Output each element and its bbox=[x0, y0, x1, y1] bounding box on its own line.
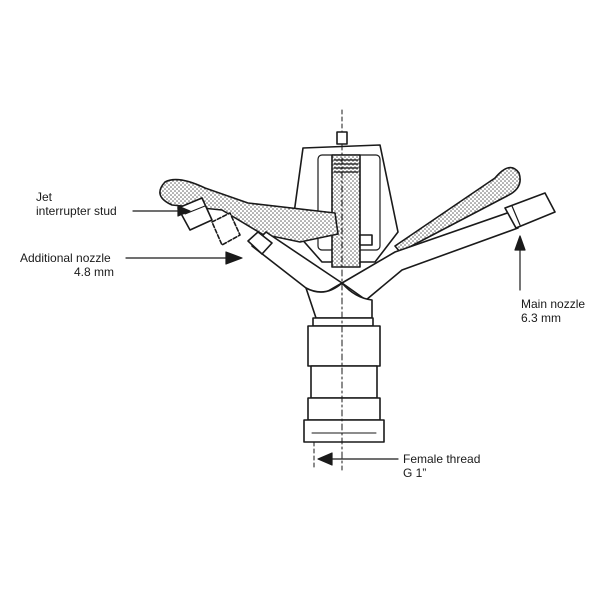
leader-jet-interrupter bbox=[132, 205, 191, 217]
leader-female-thread bbox=[317, 452, 399, 466]
jet-interrupter-stud bbox=[177, 197, 213, 231]
right-rocker-arm bbox=[394, 166, 521, 253]
spring-weight bbox=[331, 154, 361, 268]
female-thread-label: Female thread G 1” bbox=[403, 452, 480, 480]
main-nozzle-label-line1: Main nozzle bbox=[521, 297, 586, 311]
leader-main-nozzle bbox=[514, 235, 526, 291]
female-thread-label-line1: Female thread bbox=[403, 452, 481, 466]
main-nozzle-label: Main nozzle 6.3 mm bbox=[521, 297, 585, 325]
additional-nozzle-tip bbox=[247, 231, 273, 255]
additional-nozzle-label-line1: Additional nozzle bbox=[20, 251, 111, 265]
jet-interrupter-label-line1: Jet bbox=[36, 190, 53, 204]
spring-coils bbox=[333, 159, 359, 173]
leader-additional-nozzle bbox=[125, 251, 243, 265]
additional-nozzle-label: Additional nozzle 4.8 mm bbox=[20, 251, 114, 279]
additional-nozzle-label-line2: 4.8 mm bbox=[74, 265, 115, 279]
y-body bbox=[305, 282, 373, 319]
jet-interrupter-label-line2: interrupter stud bbox=[36, 204, 117, 218]
main-nozzle-label-line2: 6.3 mm bbox=[521, 311, 562, 325]
arm-connector bbox=[211, 212, 241, 246]
top-pin bbox=[336, 109, 348, 145]
left-rocker-arm bbox=[159, 178, 339, 243]
main-nozzle-tip bbox=[504, 192, 556, 229]
lower-body bbox=[303, 317, 385, 443]
female-thread-label-line2: G 1” bbox=[403, 466, 427, 480]
jet-interrupter-label: Jet interrupter stud bbox=[36, 190, 117, 218]
